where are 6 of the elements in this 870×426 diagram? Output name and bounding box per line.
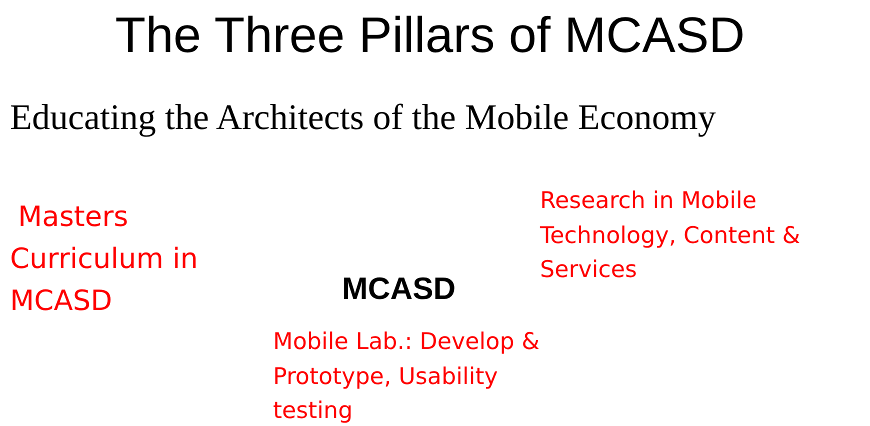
pillar-text: Masters Curriculum in MCASD <box>10 199 199 319</box>
title: The Three Pillars of MCASD <box>114 6 746 64</box>
center-heading: MCASD <box>342 270 457 308</box>
pillar-text: Research in Mobile Technology, Content & Services <box>540 187 802 285</box>
subtitle: Educating the Architects of the Mobile Economy <box>10 96 717 139</box>
pillar-text: Mobile Lab.: Develop & Prototype, Usability testing <box>273 328 541 426</box>
